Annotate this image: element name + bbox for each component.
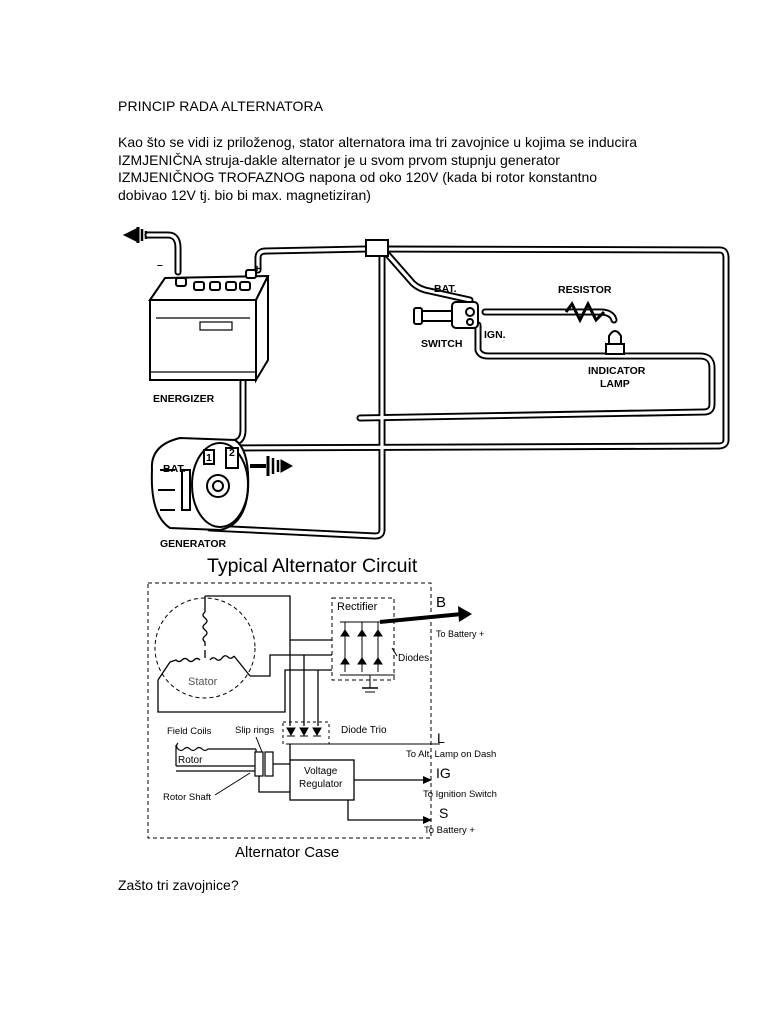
stator-label: Stator xyxy=(188,676,218,688)
rotor-shaft-label: Rotor Shaft xyxy=(163,792,211,803)
ground-symbol-generator xyxy=(250,456,294,476)
resistor-label: RESISTOR xyxy=(558,284,612,296)
generator-bat-label: BAT. xyxy=(163,463,186,475)
slip-rings-label: Slip rings xyxy=(235,725,274,736)
rectifier-label: Rectifier xyxy=(337,601,378,613)
slip-rings xyxy=(254,751,274,777)
indicator-lamp-label-1: INDICATOR xyxy=(588,365,646,377)
intro-line: Kao što se vidi iz priloženog, stator al… xyxy=(118,134,638,150)
stator-output-wires xyxy=(157,595,332,726)
generator-terminal-1: 1 xyxy=(206,452,212,464)
terminal-l-letter: L xyxy=(437,730,445,746)
junction-block xyxy=(365,239,389,257)
regulator-wires xyxy=(258,744,423,821)
terminal-s-letter: S xyxy=(439,805,448,821)
ignition-switch-icon xyxy=(413,301,479,329)
battery-icon xyxy=(148,269,270,384)
field-coils-label: Field Coils xyxy=(167,726,212,737)
intro-paragraph: Kao što se vidi iz priloženog, stator al… xyxy=(118,134,678,204)
alternator-case-border xyxy=(147,582,432,839)
generator-icon xyxy=(150,436,250,532)
page-title: PRINCIP RADA ALTERNATORA xyxy=(118,98,324,114)
indicator-lamp-icon xyxy=(605,330,625,355)
terminal-ig-letter: IG xyxy=(436,765,451,781)
voltage-regulator-box xyxy=(289,759,355,801)
terminal-b-desc: To Battery + xyxy=(436,629,484,639)
battery-minus-label: – xyxy=(157,259,163,271)
terminal-b-letter: B xyxy=(436,594,446,611)
circuit-title: Typical Alternator Circuit xyxy=(207,555,418,577)
switch-ign-label: IGN. xyxy=(484,329,506,341)
terminal-l-desc: To Alt. Lamp on Dash xyxy=(406,749,496,760)
b-terminal-arrow xyxy=(379,606,472,624)
rectifier-diodes xyxy=(340,621,395,693)
closing-question: Zašto tri zavojnice? xyxy=(118,877,239,893)
energizer-label: ENERGIZER xyxy=(153,393,215,405)
terminal-arrows xyxy=(423,776,432,824)
rectifier-box xyxy=(331,597,395,681)
stator-circle xyxy=(154,597,256,699)
indicator-lamp-label-2: LAMP xyxy=(600,378,630,390)
voltage-regulator-label-1: Voltage xyxy=(304,766,338,777)
intro-line: dobivao 12V tj. bio bi max. magnetiziran… xyxy=(118,186,371,203)
rotor-label: Rotor xyxy=(178,755,203,766)
intro-line: IZMJENIČNOG TROFAZNOG napona od oko 120V… xyxy=(118,169,598,185)
terminal-s-desc: To Battery + xyxy=(424,825,475,836)
diodes-label: Diodes xyxy=(398,653,429,664)
stator-coils xyxy=(157,596,251,681)
diode-trio-label: Diode Trio xyxy=(341,725,387,736)
resistor-icon xyxy=(564,300,606,324)
wires xyxy=(144,231,730,540)
diode-trio-diodes xyxy=(286,727,440,745)
switch-bat-label: BAT. xyxy=(434,283,457,295)
intro-line: IZMJENIČNA struja-dakle alternator je u … xyxy=(118,151,560,168)
alternator-case-label: Alternator Case xyxy=(235,844,339,861)
voltage-regulator-label-2: Regulator xyxy=(299,779,343,790)
battery-plus-label: + xyxy=(254,263,260,275)
generator-label: GENERATOR xyxy=(160,538,227,550)
generator-terminal-2: 2 xyxy=(229,447,235,459)
terminal-ig-desc: To Ignition Switch xyxy=(423,789,497,800)
switch-label: SWITCH xyxy=(421,338,462,350)
